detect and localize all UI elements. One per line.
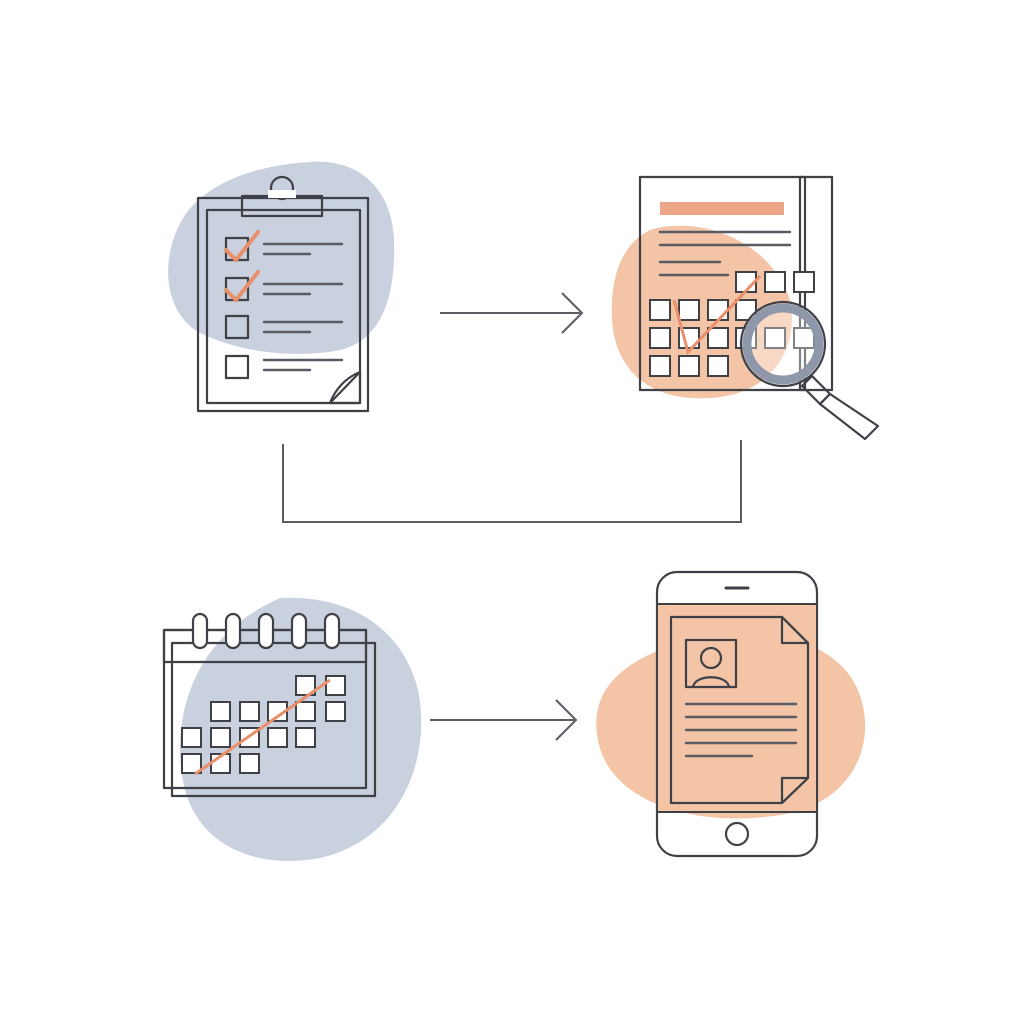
arrow-right-icon bbox=[440, 292, 584, 334]
checklist-item bbox=[224, 354, 344, 380]
checklist-item bbox=[224, 314, 344, 340]
avatar-icon bbox=[684, 638, 738, 689]
phone-screen bbox=[656, 603, 818, 813]
trend-line bbox=[194, 678, 331, 776]
mobile-profile-icon bbox=[596, 570, 866, 858]
check-icon bbox=[224, 270, 260, 304]
report-header-bar bbox=[660, 202, 784, 215]
check-icon bbox=[224, 230, 260, 264]
phone-home-button bbox=[724, 821, 750, 847]
calendar-schedule-icon bbox=[162, 597, 422, 861]
checklist-item bbox=[224, 270, 344, 304]
report-magnifier-icon bbox=[611, 175, 880, 441]
clipboard-paper bbox=[205, 208, 362, 405]
calendar-rings bbox=[191, 612, 341, 650]
clipboard-checklist-icon bbox=[168, 161, 395, 413]
checkbox bbox=[224, 314, 250, 340]
arrow-right-icon bbox=[430, 699, 578, 741]
magnifier-icon bbox=[739, 300, 880, 441]
checkbox bbox=[224, 354, 250, 380]
clipboard-clip-ring bbox=[269, 175, 295, 201]
trend-line bbox=[672, 274, 762, 355]
checklist-item bbox=[224, 230, 344, 264]
connector-line bbox=[282, 440, 742, 523]
page-curl bbox=[328, 370, 362, 405]
